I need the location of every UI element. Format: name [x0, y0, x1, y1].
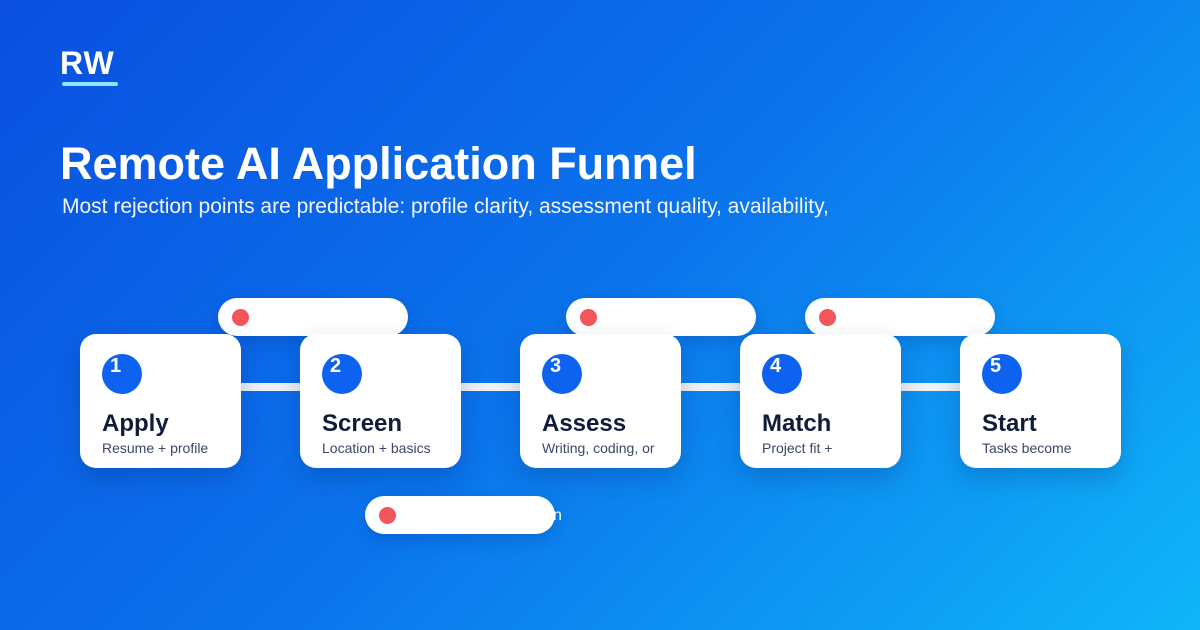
- stage-description: Writing, coding, or: [542, 440, 655, 456]
- step-number-badge: 3: [542, 354, 582, 394]
- page-title: Remote AI Application Funnel: [60, 138, 697, 189]
- connector-3-4: [680, 383, 742, 391]
- step-number: 1: [110, 355, 122, 377]
- stage-title: Match: [762, 410, 832, 437]
- connector-2-3: [460, 383, 522, 391]
- stage-card-match: 4 Match Project fit +: [740, 334, 901, 468]
- step-number: 2: [330, 355, 342, 377]
- page-subtitle: Most rejection points are predictable: p…: [62, 195, 829, 218]
- stage-title: Start: [982, 410, 1037, 437]
- stage-title: Apply: [102, 410, 169, 437]
- step-number-badge: 2: [322, 354, 362, 394]
- overflow-text-fragment: n: [553, 507, 562, 524]
- drop-off-pill: [365, 496, 555, 534]
- brand-logo: RW: [60, 45, 115, 81]
- stage-title: Assess: [542, 410, 627, 437]
- stage-card-start: 5 Start Tasks become: [960, 334, 1121, 468]
- step-number: 3: [550, 355, 562, 377]
- stage-card-assess: 3 Assess Writing, coding, or: [520, 334, 681, 468]
- step-number-badge: 1: [102, 354, 142, 394]
- drop-off-dot-icon: [819, 309, 836, 326]
- drop-off-dot-icon: [580, 309, 597, 326]
- stage-description: Project fit +: [762, 440, 833, 456]
- connector-1-2: [240, 383, 302, 391]
- drop-off-pill: [805, 298, 995, 336]
- stage-description: Tasks become: [982, 440, 1072, 456]
- stage-card-screen: 2 Screen Location + basics: [300, 334, 461, 468]
- logo-underline: [62, 82, 118, 86]
- stage-description: Location + basics: [322, 440, 431, 456]
- drop-off-dot-icon: [232, 309, 249, 326]
- step-number: 4: [770, 355, 782, 377]
- stage-card-apply: 1 Apply Resume + profile: [80, 334, 241, 468]
- step-number-badge: 5: [982, 354, 1022, 394]
- drop-off-pill: [566, 298, 756, 336]
- stage-title: Screen: [322, 410, 403, 437]
- step-number: 5: [990, 355, 1002, 377]
- drop-off-pill: [218, 298, 408, 336]
- drop-off-dot-icon: [379, 507, 396, 524]
- step-number-badge: 4: [762, 354, 802, 394]
- stage-description: Resume + profile: [102, 440, 209, 456]
- connector-4-5: [900, 383, 962, 391]
